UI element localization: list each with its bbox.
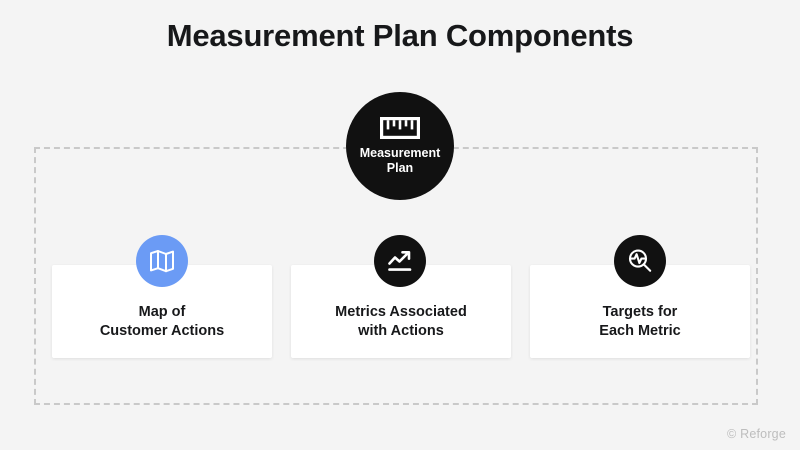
hub-node-label: Measurement Plan [359,146,441,175]
card-icon-magnifier-pulse[interactable] [614,235,666,287]
line-chart-icon [387,248,413,274]
card-label: Map of Customer Actions [99,304,225,339]
card-label: Targets for Each Metric [599,304,681,339]
ruler-icon [380,116,420,140]
card-icon-line-chart[interactable] [374,235,426,287]
magnifier-pulse-icon [627,248,653,274]
map-icon [149,248,175,274]
card-icon-map[interactable] [136,235,188,287]
page-title: Measurement Plan Components [166,18,634,53]
card-label: Metrics Associated with Actions [335,304,467,339]
hub-node-measurement-plan[interactable]: Measurement Plan [346,92,454,200]
reforge-watermark: © Reforge [727,427,786,441]
